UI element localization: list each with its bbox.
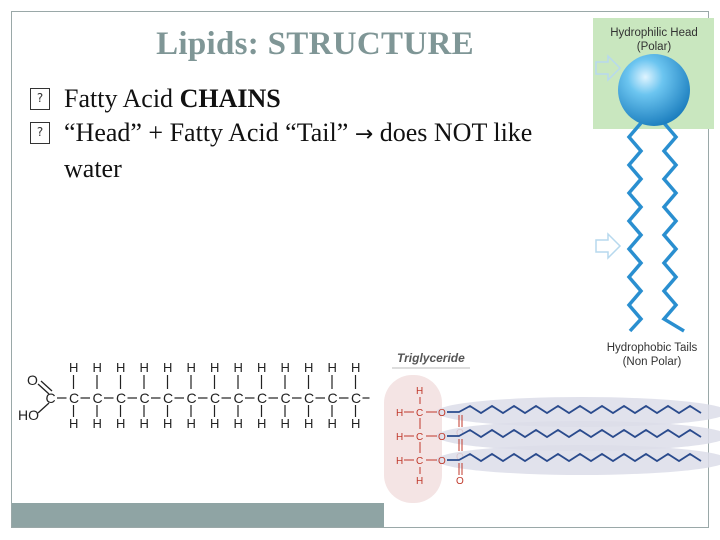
bullet-1-bold: CHAINS <box>179 84 281 113</box>
slide-title: Lipids: STRUCTURE <box>156 26 474 62</box>
bullet-2-text-b: does NOT like water <box>64 118 533 183</box>
slide-frame <box>11 11 709 528</box>
slide-footer-bar <box>12 503 384 527</box>
bullet-list: ? Fatty Acid CHAINS ? “Head” + Fatty Aci… <box>30 82 590 186</box>
right-arrow-icon: → <box>354 122 374 147</box>
bullet-head-tail: ? “Head” + Fatty Acid “Tail” → does NOT … <box>30 116 590 186</box>
bullet-1-text: Fatty Acid <box>64 84 180 113</box>
bullet-marker-icon: ? <box>30 122 50 144</box>
bullet-fatty-acid-chains: ? Fatty Acid CHAINS <box>30 82 590 116</box>
bullet-2-text-a: “Head” + Fatty Acid “Tail” <box>64 118 355 147</box>
bullet-marker-icon: ? <box>30 88 50 110</box>
